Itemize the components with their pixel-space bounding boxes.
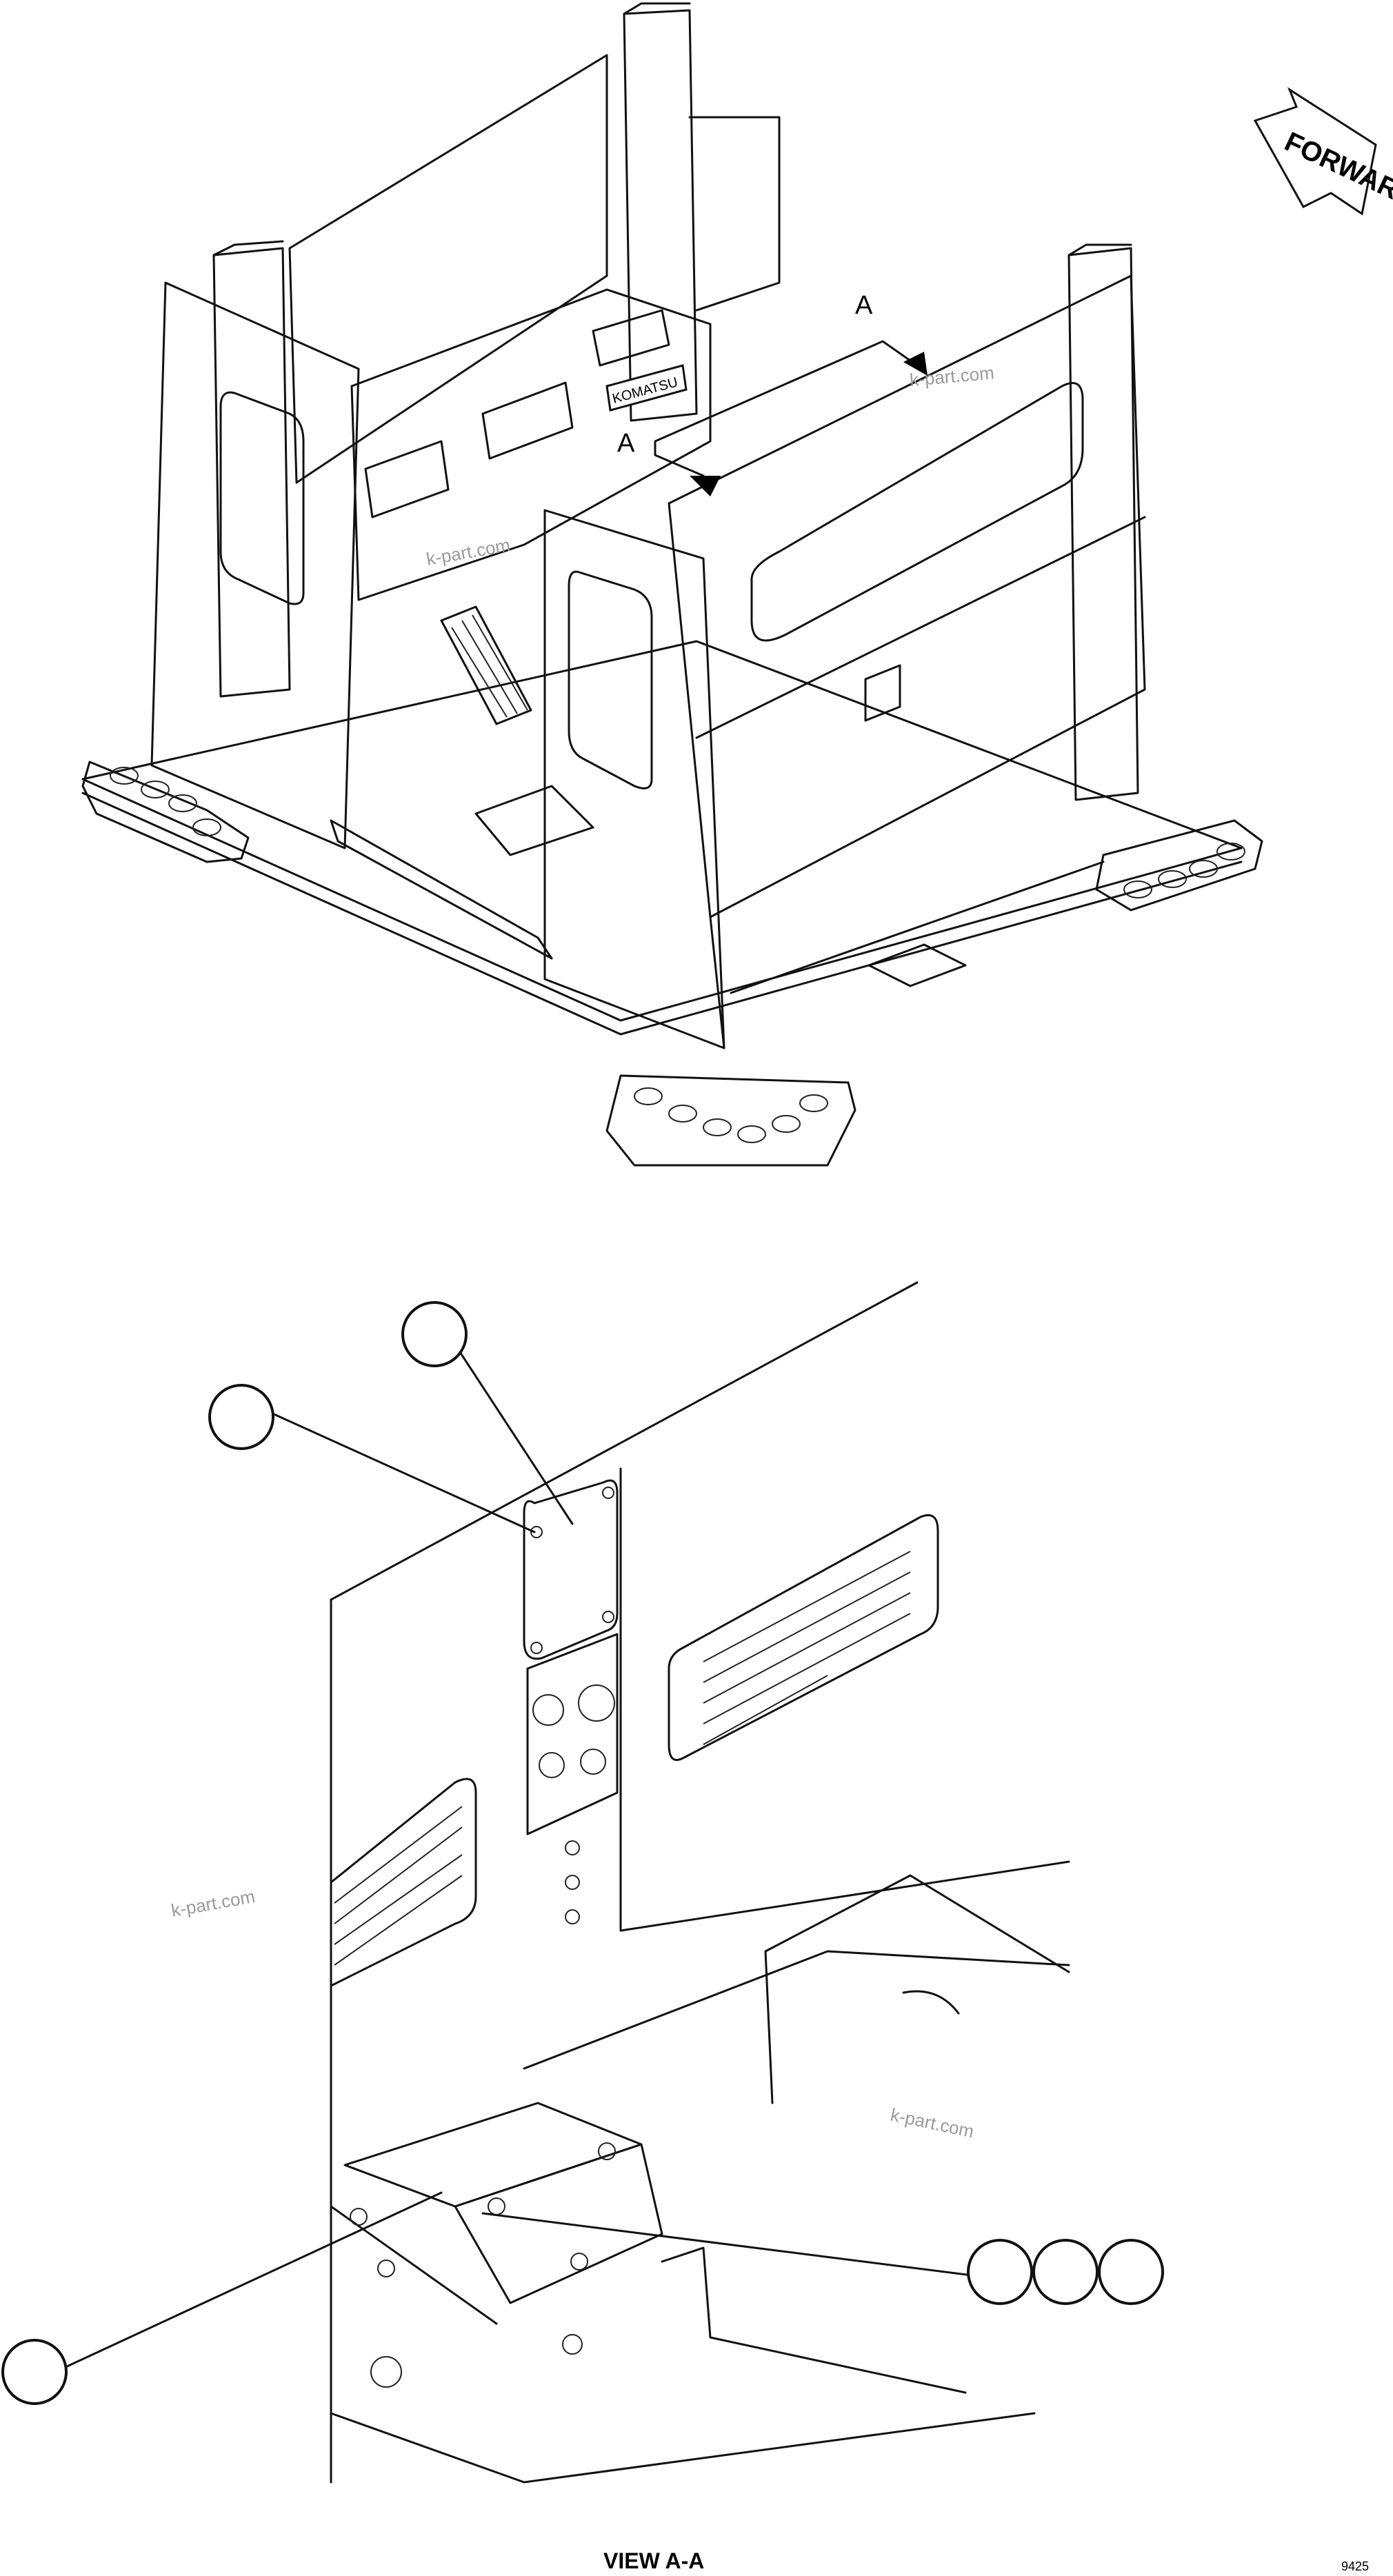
brand-badge: KOMATSU: [605, 364, 688, 412]
left-door-window: [219, 391, 305, 605]
rear-post-left: [212, 247, 291, 698]
box-housing: [764, 1874, 1070, 2104]
dash-display-left: [364, 440, 450, 519]
rear-post-right: [1068, 247, 1139, 801]
foot-pad-front: [605, 1074, 856, 1167]
right-side-panel: [668, 274, 1146, 918]
sheet-code: 9425: [1341, 2559, 1369, 2573]
floor-plate: [474, 785, 594, 856]
vent-grille-left: [330, 1778, 477, 1987]
rear-post-center: [623, 9, 698, 422]
base-plate: [81, 640, 1243, 1022]
callout-bubble: [967, 2239, 1033, 2305]
dash-display-center: [481, 381, 574, 460]
vent-grille-right: [668, 1514, 939, 1761]
bottom-cover: [868, 943, 967, 987]
front-door-window: [568, 570, 653, 789]
panel-outline: [330, 1281, 1070, 2484]
callout-bubble: [1032, 2239, 1099, 2305]
detail-view-a-a: k-part.com k-part.com: [1, 1281, 1164, 2484]
lower-housing: [661, 2246, 967, 2394]
dash-display-right: [592, 309, 670, 367]
switch-panel: [526, 1633, 619, 1835]
callout-bubble: [208, 1384, 274, 1450]
section-marker-lower: A: [617, 429, 635, 458]
foot-pad-left: [81, 761, 250, 863]
forward-arrow: FORWARD: [1253, 87, 1393, 216]
watermark: k-part.com: [170, 1886, 257, 1921]
section-indicator: A A: [617, 291, 928, 496]
section-arrow-lower: [690, 476, 721, 496]
right-panel-opening: [750, 382, 1084, 642]
cab-frame-view: KOMATSU A A: [81, 2, 1263, 1167]
lower-plate-left: [343, 2102, 643, 2208]
control-lever: [440, 605, 532, 725]
lower-plate-center: [454, 2143, 663, 2304]
dashboard: [350, 288, 712, 601]
callout-bubble: [401, 1301, 468, 1367]
watermark: k-part.com: [889, 2104, 976, 2142]
callout-bubbles: [1, 1301, 1164, 2405]
section-arrow-upper: [903, 352, 928, 376]
left-door-panel: [150, 281, 360, 849]
cover-plate: [523, 1479, 619, 1660]
view-title: VIEW A-A: [603, 2548, 704, 2573]
callout-bubble: [1, 2339, 68, 2405]
rear-window: [288, 54, 608, 484]
section-marker-upper: A: [855, 291, 873, 320]
floor: [330, 819, 553, 960]
leader-lines: [54, 1333, 974, 2373]
foot-pad-right: [1095, 819, 1263, 912]
callout-bubble: [1098, 2239, 1164, 2305]
access-cover: [864, 664, 901, 722]
